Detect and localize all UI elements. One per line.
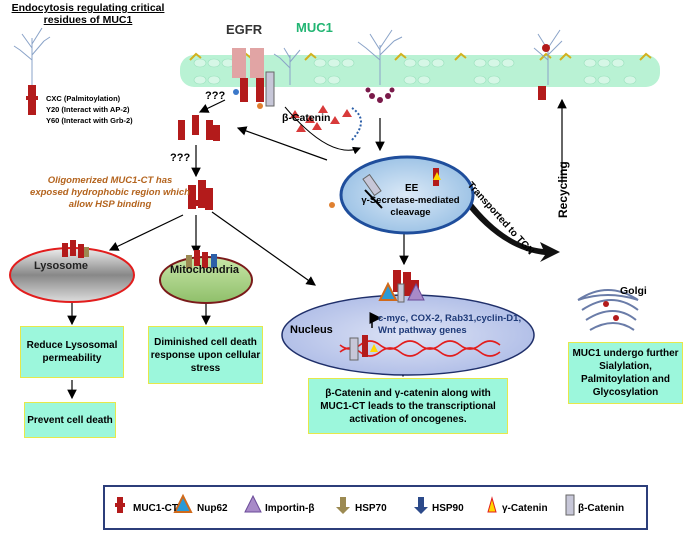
pathway-arrows [67,98,567,400]
box-golgi-modification: MUC1 undergo further Sialylation, Palmit… [568,342,683,404]
legend-muc1-ct: MUC1-CT [133,503,178,514]
legend-hsp90: HSP90 [432,503,464,514]
egfr-receptor-icon [232,48,275,109]
oligomer-note: Oligomerized MUC1-CT has exposed hydroph… [30,175,190,210]
legend-icons [115,493,575,516]
muc1-label: MUC1 [296,20,333,35]
unknown-mark-1: ??? [205,90,226,102]
early-endosome [339,155,475,235]
legend-importin-beta: Importin-β [265,503,315,514]
legend-gamma-catenin: γ-Catenin [502,503,548,514]
muc1-cluster [365,87,395,103]
box-transcription-activation: β-Catenin and γ-catenin along with MUC1-… [308,378,508,434]
muc1-glycan-tree-1 [357,29,403,85]
mitochondria-label: Mitochondria [170,264,240,276]
ee-muc1-fragment [329,168,441,209]
lysosome-label: Lysosome [34,260,89,272]
muc1-ct-internalized-icon [178,115,220,210]
muc1-glycan-tree-2 [273,47,301,85]
muc1-glycan-tree-3 [533,29,563,85]
nup62-importin-complex [378,270,425,303]
muc1-glycan-tree-small [13,27,51,85]
lysosome-muc1-hsp70 [62,240,89,258]
residue-y60: Y60 (Interact with Grb-2) [46,116,133,125]
residue-y20: Y20 (Interact with AP-2) [46,105,130,114]
residue-cxc: CXC (Palmitoylation) [46,94,121,103]
legend-beta-catenin: β-Catenin [578,503,625,514]
golgi-apparatus [577,289,639,331]
legend-hsp70: HSP70 [355,503,387,514]
box-reduce-permeability: Reduce Lysosomal permeability [20,326,124,378]
ee-subtitle: γ-Secretase-mediated cleavage [361,195,460,218]
lysosome [9,247,135,303]
box-prevent-death: Prevent cell death [24,402,116,438]
legend: MUC1-CT Nup62 Importin-β HSP70 HSP90 γ-C… [103,485,648,530]
cell-membrane [180,52,660,87]
genes-label: c-myc, COX-2, Rab31,cyclin-D1, Wnt pathw… [378,313,522,336]
unknown-mark-2: ??? [170,152,191,164]
nucleus-label: Nucleus [290,324,333,336]
muc1-recycling-vesicle [538,44,550,100]
egfr-label: EGFR [226,22,263,37]
legend-nup62: Nup62 [197,503,228,514]
mitochondria-muc1-hsp [186,250,217,269]
golgi-label: Golgi [620,285,647,297]
recycling-label: Recycling [556,161,570,218]
nuclear-complex [349,312,382,361]
beta-catenin-label: β-Catenin [282,112,331,124]
box-diminished-death: Diminished cell death response upon cell… [148,326,263,384]
header-title: Endocytosis regulating critical residues… [11,2,165,26]
ee-label: EE [405,183,419,194]
